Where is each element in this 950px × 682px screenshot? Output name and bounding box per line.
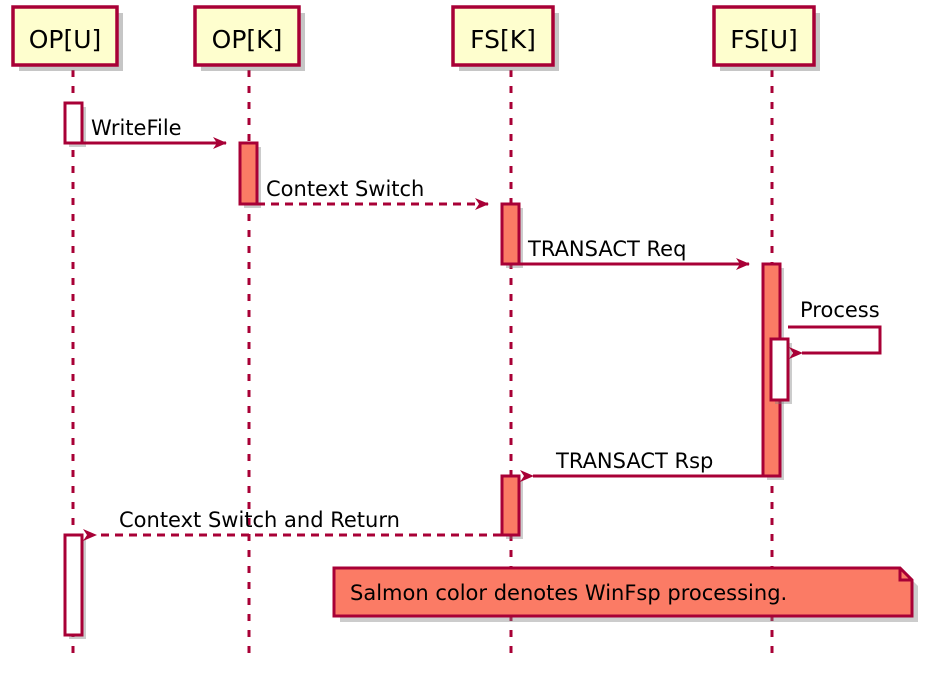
message-writefile[interactable]: WriteFile [82,116,227,149]
participant-fs-k[interactable]: FS[K] [451,5,559,71]
activation-bar [500,474,521,537]
participant-label: OP[U] [29,25,102,54]
message-label: Context Switch [266,177,424,201]
participant-box[interactable] [193,5,301,67]
message-transact-rsp[interactable]: TRANSACT Rsp [520,449,762,482]
participant-label: OP[K] [212,25,283,54]
activation-bar [63,533,84,637]
message-label: TRANSACT Rsp [555,449,713,473]
activation-op-u-2 [63,533,86,639]
note-fold-corner-icon [898,568,912,582]
message-label: WriteFile [91,116,182,140]
message-label: Context Switch and Return [119,508,400,532]
note-salmon[interactable]: Salmon color denotes WinFsp processing. [332,566,918,622]
participant-label: FS[K] [470,25,536,54]
participant-label: FS[U] [730,25,798,54]
activation-fs-k-1 [500,202,523,268]
message-line [788,325,882,359]
activation-bar [500,202,521,266]
message-context-switch-and-return[interactable]: Context Switch and Return [83,508,501,541]
activation-bar [63,101,84,145]
activation-fs-k-2 [500,474,523,539]
message-label: Process [800,298,880,322]
message-transact-req[interactable]: TRANSACT Req [519,237,750,270]
note-text: Salmon color denotes WinFsp processing. [350,581,787,605]
activation-op-u-1 [63,101,86,147]
participant-box[interactable] [712,5,816,67]
activation-bar [769,337,790,402]
activation-bar [238,141,259,206]
activation-op-k-1 [238,141,261,208]
activation-fs-u-2-nested [769,337,792,404]
participant-op-u[interactable]: OP[U] [11,5,123,71]
note-body[interactable] [332,566,914,618]
message-process[interactable]: Process [788,298,882,359]
participant-box[interactable] [451,5,555,67]
message-label: TRANSACT Req [527,237,686,261]
participant-box[interactable] [11,5,119,67]
message-context-switch[interactable]: Context Switch [257,177,489,210]
participant-op-k[interactable]: OP[K] [193,5,305,71]
participant-fs-u[interactable]: FS[U] [712,5,820,71]
